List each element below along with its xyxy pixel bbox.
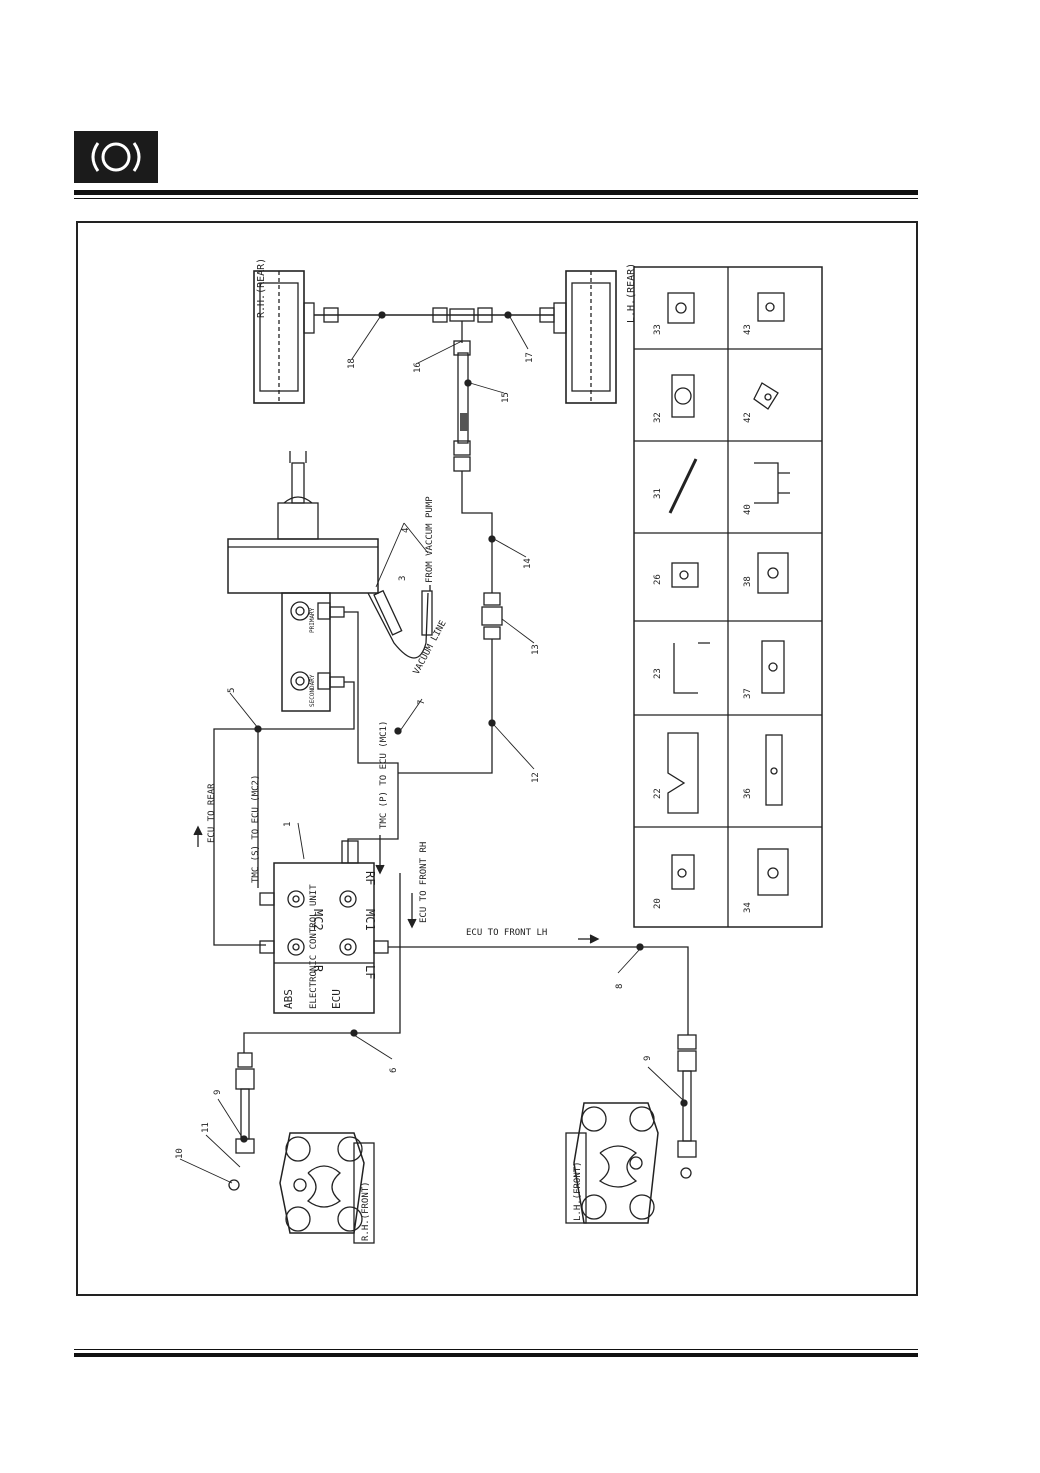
part-42: 42	[743, 412, 753, 423]
footer-rule-thin	[74, 1349, 918, 1350]
callout-11: 11	[201, 1122, 211, 1133]
callout-9-lh: 9	[643, 1056, 653, 1061]
vacuum-line-label: VACUUM LINE	[412, 619, 449, 676]
part-37: 37	[743, 688, 753, 699]
callout-7: 7	[417, 700, 427, 705]
callout-16: 16	[413, 362, 423, 373]
ecu-to-rear-label: ECU TO REAR	[207, 783, 217, 843]
part-40: 40	[743, 504, 753, 515]
callout-13: 13	[531, 644, 541, 655]
part-33: 33	[653, 324, 663, 335]
brake-system-diagram: R.H.(REAR) L.H.(REAR)	[175, 258, 823, 1244]
brake-disc-icon	[74, 131, 158, 183]
callout-3: 3	[398, 576, 408, 581]
rh-rear-wheel: R.H.(REAR)	[253, 258, 315, 404]
lh-rear-wheel: L.H.(REAR)	[553, 263, 637, 404]
lh-rear-label: L.H.(REAR)	[626, 263, 637, 323]
callout-8: 8	[615, 984, 625, 989]
ecu-front-rh-label: ECU TO FRONT RH	[419, 842, 429, 923]
lh-front-caliper: L.H.(FRONT)	[565, 1102, 659, 1224]
callout-12: 12	[531, 772, 541, 783]
tmc-s-label: TMC (S) TO ECU (MC2)	[251, 775, 261, 883]
port-rf: RF	[363, 871, 377, 885]
ecu-front-lh-label: ECU TO FRONT LH	[466, 928, 547, 938]
lh-front-label: L.H.(FRONT)	[573, 1161, 583, 1221]
callout-14: 14	[523, 558, 533, 569]
part-26: 26	[653, 574, 663, 585]
part-22: 22	[653, 788, 663, 799]
callout-9-rh: 9	[213, 1090, 223, 1095]
ecu-block: ABS ELECTRONIC CONTROL UNIT ECU R MC2 LF…	[259, 840, 389, 1014]
primary-label: PRIMARY	[309, 607, 316, 633]
brake-booster	[227, 451, 379, 594]
rh-front-caliper: R.H.(FRONT)	[279, 1132, 375, 1244]
callout-labels: 1 3 4 5 6 7 8 9 9 10 11 12 13 14 15 16 1…	[175, 352, 653, 1159]
diagram-frame: R.H.(REAR) L.H.(REAR)	[76, 221, 918, 1296]
header-rule-thin	[74, 198, 918, 199]
parts-table	[633, 266, 823, 928]
part-43: 43	[743, 324, 753, 335]
rh-front-label: R.H.(FRONT)	[361, 1181, 371, 1241]
port-mc2: MC2	[311, 909, 325, 931]
part-20: 20	[653, 898, 663, 909]
port-r: R	[311, 965, 325, 973]
parts-table-labels: 33 32 31 26 23 22 20 43 42 40 38 37 36 3…	[653, 324, 753, 913]
footer-rule	[74, 1353, 918, 1357]
callout-4: 4	[401, 528, 411, 533]
ecu-name-label: ELECTRONIC CONTROL UNIT	[309, 884, 319, 1009]
secondary-label: SECONDARY	[309, 674, 316, 707]
part-23: 23	[653, 668, 663, 679]
tmc-p-label: TMC (P) TO ECU (MC1)	[379, 721, 389, 829]
callout-10: 10	[175, 1148, 185, 1159]
port-lf: LF	[363, 965, 377, 979]
callout-18: 18	[347, 358, 357, 369]
header-rule	[74, 190, 918, 195]
callout-17: 17	[525, 352, 535, 363]
part-36: 36	[743, 788, 753, 799]
port-mc1: MC1	[363, 909, 377, 931]
callout-1: 1	[283, 822, 293, 827]
master-cylinder: PRIMARY SECONDARY	[281, 592, 345, 712]
part-31: 31	[653, 488, 663, 499]
callout-5: 5	[227, 688, 237, 693]
part-38: 38	[743, 576, 753, 587]
part-34: 34	[743, 902, 753, 913]
rh-rear-label: R.H.(REAR)	[256, 258, 267, 318]
from-vacuum-pump-label: FROM VACCUM PUMP	[425, 496, 435, 583]
ecu-short-label: ECU	[330, 989, 343, 1009]
callout-6: 6	[389, 1068, 399, 1073]
callout-15: 15	[501, 392, 511, 403]
ecu-abs-label: ABS	[282, 989, 295, 1009]
part-32: 32	[653, 412, 663, 423]
